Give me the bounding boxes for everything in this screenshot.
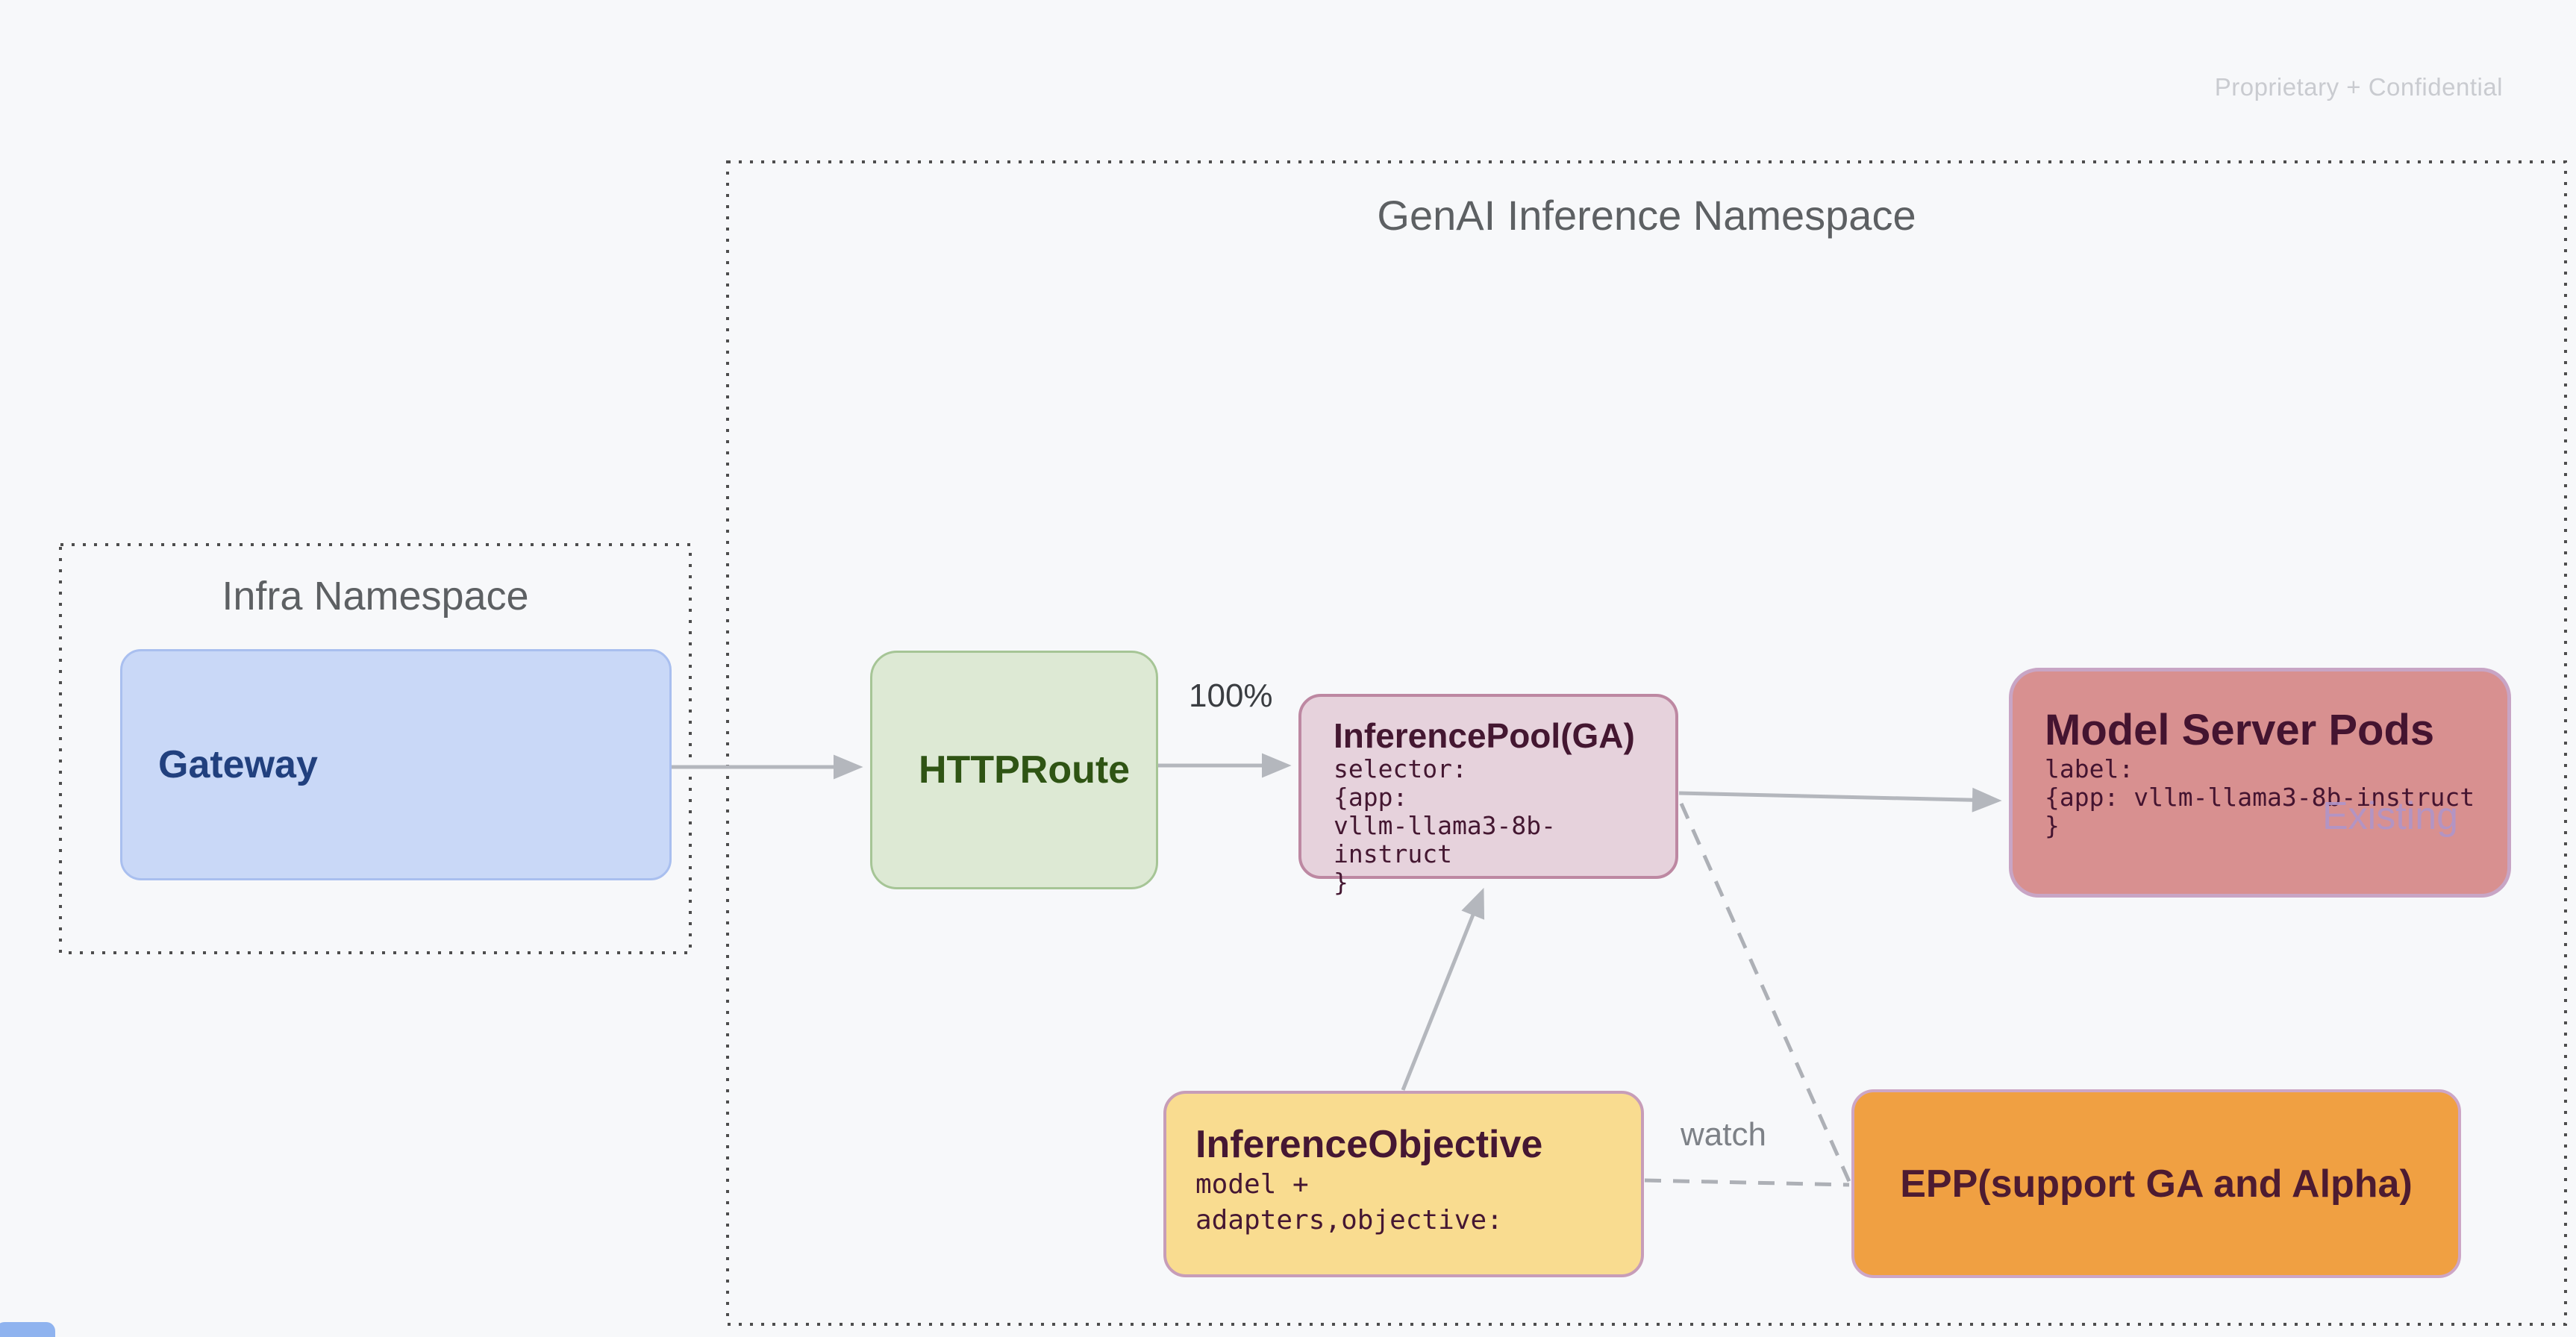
- code-line: model +: [1195, 1169, 1309, 1200]
- arrow-inferenceobjective-to-inferencepool: [1401, 887, 1485, 1091]
- code-line: label:: [2045, 754, 2134, 783]
- node-inference-objective: InferenceObjective model + adapters,obje…: [1163, 1091, 1644, 1277]
- inference-pool-title: InferencePool(GA): [1334, 716, 1635, 755]
- node-model-server-pods: Model Server Pods label: {app: vllm-llam…: [2009, 668, 2511, 898]
- code-line: }: [2045, 811, 2060, 840]
- inference-objective-title: InferenceObjective: [1195, 1123, 1543, 1166]
- watermark: Proprietary + Confidential: [2214, 73, 2503, 101]
- gateway-title: Gateway: [158, 743, 318, 786]
- code-line: {app: vllm-llama3-8b-instruct: [2045, 783, 2475, 812]
- epp-title: EPP(support GA and Alpha): [1900, 1162, 2413, 1206]
- code-line: {app:: [1334, 783, 1408, 812]
- model-server-pods-label-code: label: {app: vllm-llama3-8b-instruct }: [2045, 755, 2492, 840]
- code-line: vllm-llama3-8b-instruct: [1334, 811, 1557, 868]
- model-server-pods-title: Model Server Pods: [2045, 706, 2435, 754]
- traffic-split-label: 100%: [1189, 677, 1273, 714]
- code-line: }: [1334, 868, 1348, 897]
- code-line: selector:: [1334, 754, 1467, 783]
- httproute-title: HTTPRoute: [919, 748, 1131, 792]
- inference-objective-code: model + adapters,objective:: [1195, 1167, 1626, 1239]
- node-gateway: Gateway: [120, 649, 672, 880]
- existing-badge: Existing: [2322, 795, 2459, 838]
- node-epp: EPP(support GA and Alpha): [1851, 1089, 2461, 1278]
- node-inference-pool: InferencePool(GA) selector: {app: vllm-l…: [1298, 694, 1678, 897]
- node-httproute: HTTPRoute: [870, 651, 1158, 889]
- inference-pool-selector-code: selector: {app: vllm-llama3-8b-instruct …: [1334, 755, 1660, 897]
- infra-namespace-title: Infra Namespace: [222, 574, 529, 619]
- code-line: adapters,objective:: [1195, 1205, 1503, 1236]
- genai-namespace-title: GenAI Inference Namespace: [1377, 192, 1916, 239]
- watch-label: watch: [1681, 1116, 1766, 1153]
- dashed-line-watch-inferenceobjective-to-epp: [1644, 1178, 1850, 1187]
- arrow-inferencepool-to-modelserverpods: [1678, 787, 2002, 812]
- cropped-blue-shape: [0, 1322, 55, 1337]
